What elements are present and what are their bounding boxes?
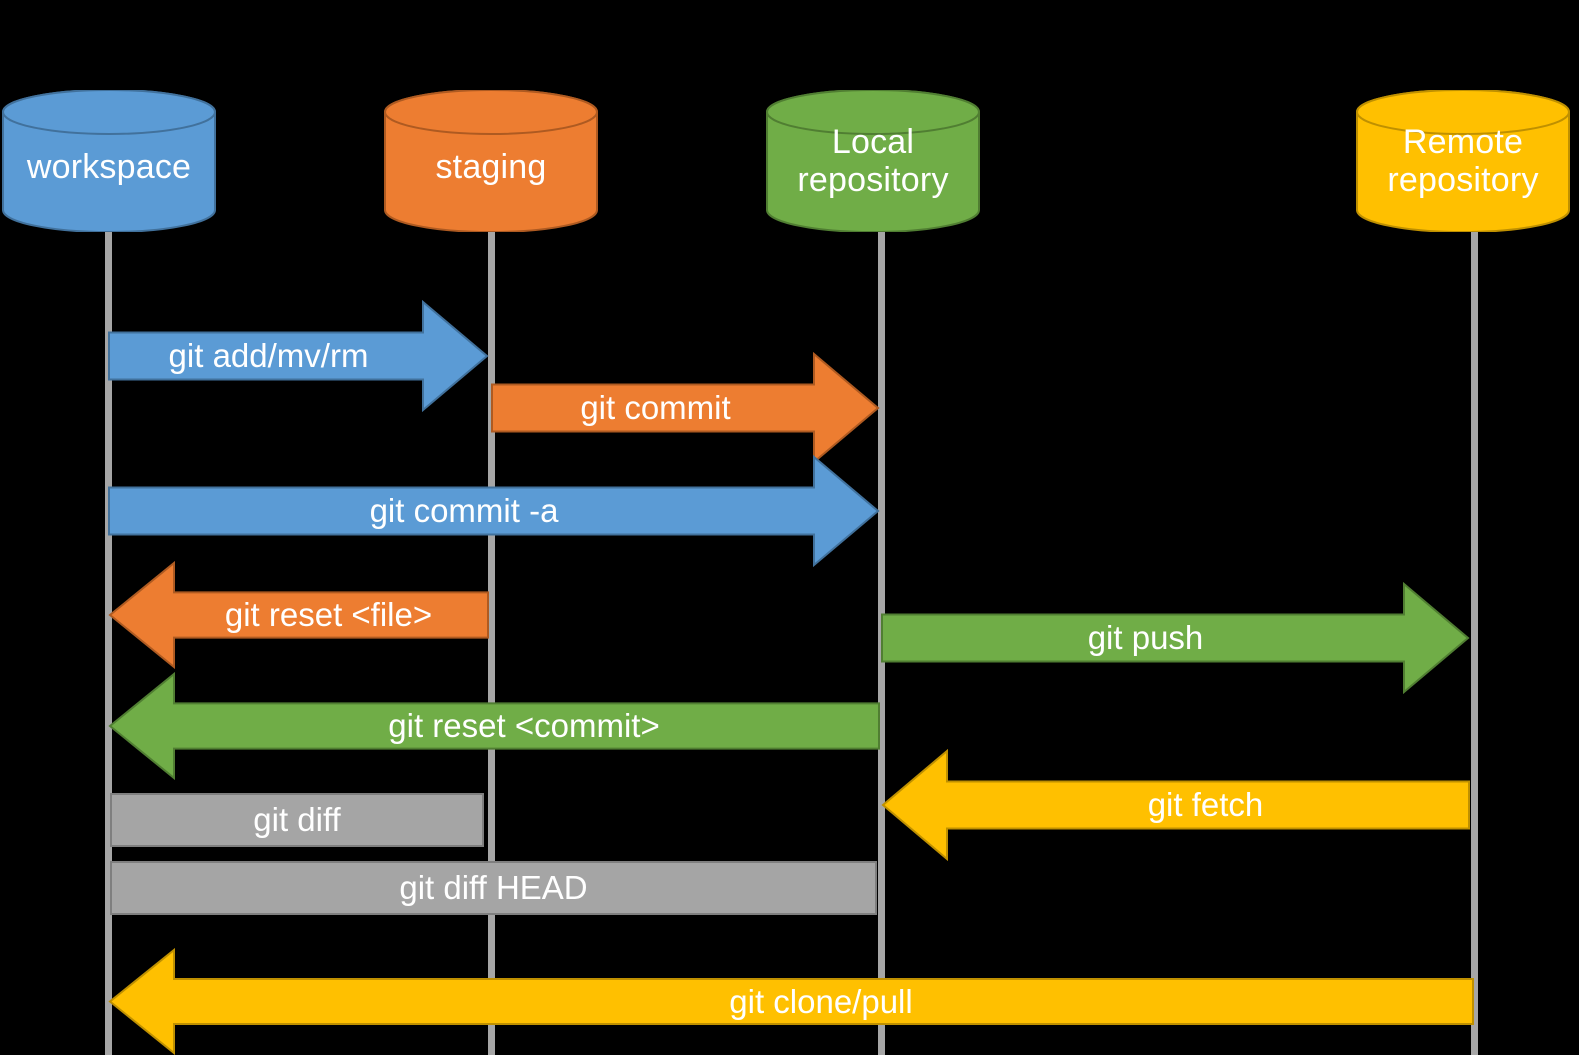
cylinder-staging[interactable]: staging — [384, 90, 598, 232]
command-git-fetch[interactable]: git fetch — [881, 749, 1470, 861]
command-git-commit[interactable]: git commit — [491, 352, 880, 464]
command-git-clone-pull[interactable]: git clone/pull — [108, 948, 1474, 1055]
command-git-push[interactable]: git push — [881, 582, 1470, 694]
lifeline-remote-repo — [1471, 224, 1478, 1055]
command-git-reset-file[interactable]: git reset <file> — [108, 561, 489, 669]
command-git-diff[interactable]: git diff — [110, 793, 484, 847]
lifeline-staging — [488, 224, 495, 1055]
cylinder-local-repo[interactable]: Local repository — [766, 90, 980, 232]
command-git-reset-commit[interactable]: git reset <commit> — [108, 672, 880, 780]
lifeline-workspace — [105, 224, 112, 1055]
command-git-diff-head[interactable]: git diff HEAD — [110, 861, 877, 915]
command-git-add[interactable]: git add/mv/rm — [108, 300, 489, 412]
cylinder-workspace[interactable]: workspace — [2, 90, 216, 232]
command-git-commit-a[interactable]: git commit -a — [108, 455, 880, 567]
cylinder-remote-repo[interactable]: Remote repository — [1356, 90, 1570, 232]
